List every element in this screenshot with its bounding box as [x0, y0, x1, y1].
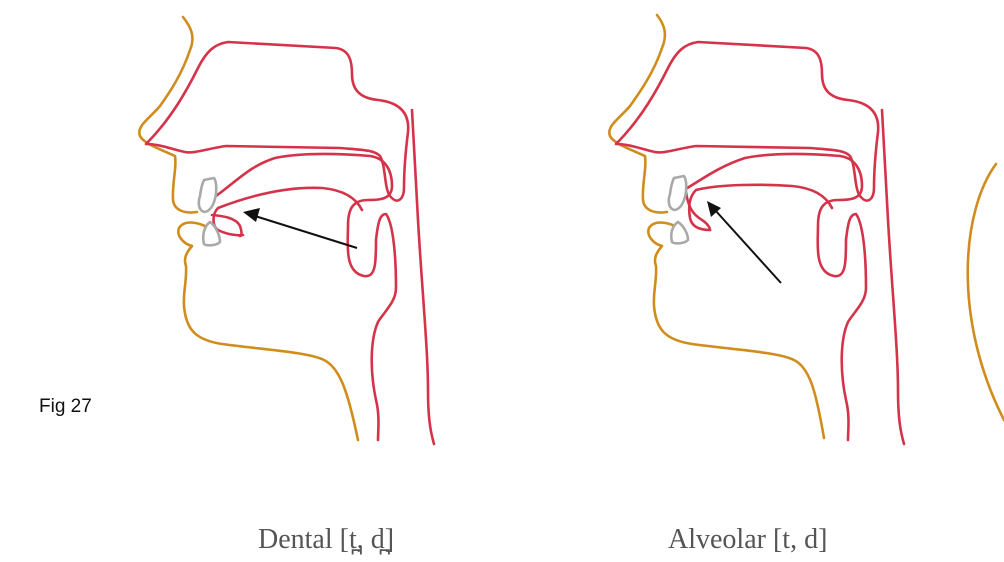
dental-caption: Dental [t̪, d̪]: [258, 524, 394, 556]
posterior-pharynx-outline: [412, 110, 434, 444]
upper-teeth: [669, 176, 686, 210]
articulation-arrow: [255, 216, 357, 248]
nasal-cavity-outline: [146, 42, 408, 201]
lower-lip-chin-outline: [178, 223, 358, 441]
hard-palate-outline: [684, 154, 866, 440]
neck-back-outline: [968, 164, 1004, 420]
articulation-arrow: [715, 210, 781, 283]
lower-teeth: [203, 222, 220, 245]
alveolar-diagram-panel: Alveolar [t, d]: [470, 0, 940, 562]
lower-teeth: [671, 222, 688, 243]
dental-diagram-panel: Dental [t̪, d̪]: [0, 0, 470, 562]
alveolar-head-diagram: [470, 0, 1004, 562]
hard-palate-outline: [216, 154, 396, 440]
articulation-arrow-head: [243, 208, 260, 222]
dental-head-diagram: [0, 0, 470, 562]
alveolar-caption: Alveolar [t, d]: [668, 524, 827, 556]
posterior-pharynx-outline: [882, 110, 904, 444]
face-profile-outline: [139, 17, 197, 213]
lower-lip-chin-outline: [648, 223, 824, 439]
upper-teeth: [199, 178, 216, 212]
face-profile-outline: [609, 15, 667, 213]
tongue-outline: [214, 188, 363, 235]
